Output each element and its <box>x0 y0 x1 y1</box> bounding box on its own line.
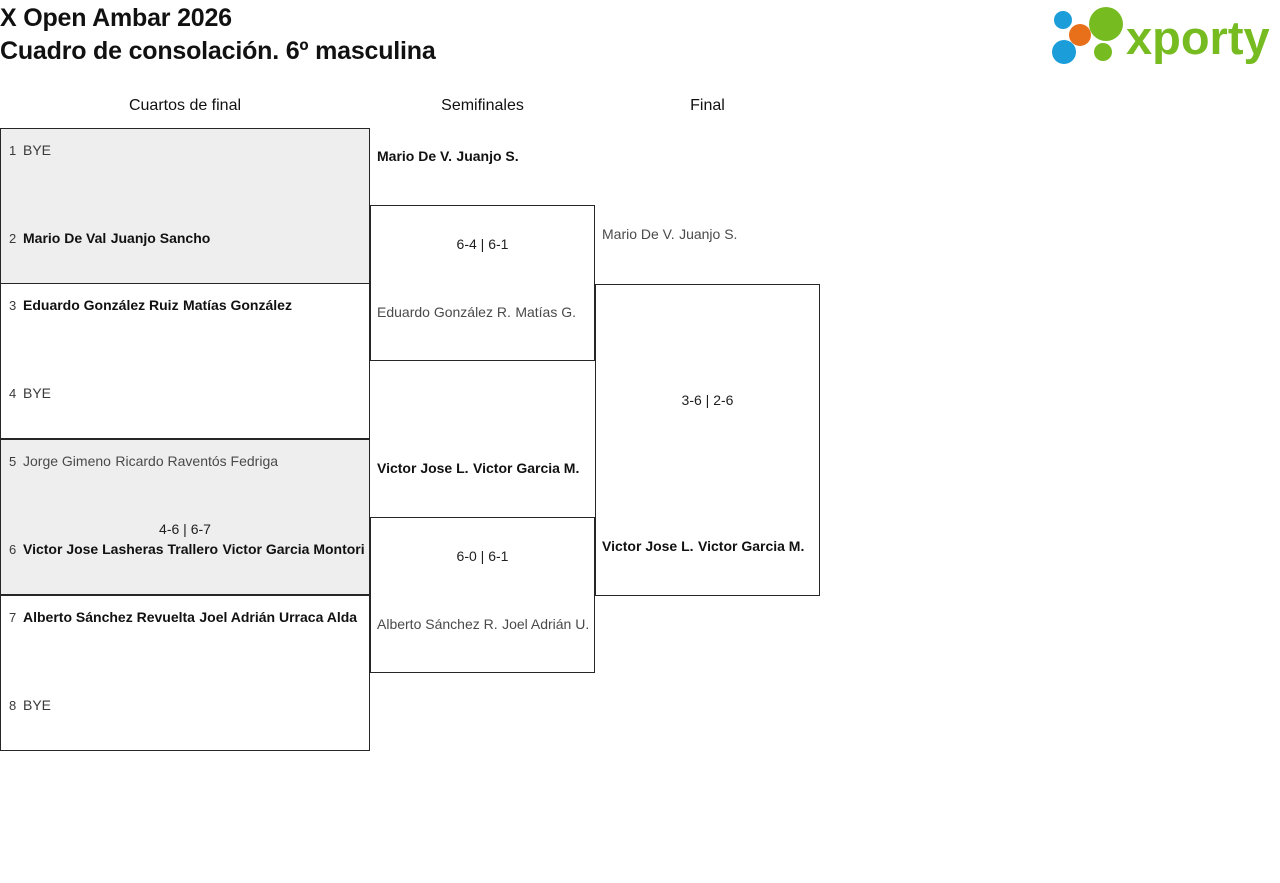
player-name: Eduardo González R. <box>377 304 511 320</box>
player-name: Jorge Gimeno <box>23 453 111 469</box>
page-title: X Open Ambar 2026 Cuadro de consolación.… <box>0 2 900 68</box>
seed-number: 6 <box>9 542 17 557</box>
match-box-r2-1[interactable] <box>370 205 595 361</box>
match-score-r2-2: 6-0 | 6-1 <box>456 548 509 564</box>
player-name: Victor Jose L. <box>602 538 694 554</box>
match-score-r2-1: 6-4 | 6-1 <box>456 236 509 252</box>
player-name: Juanjo S. <box>679 226 738 242</box>
team-names: BYE <box>23 384 51 403</box>
team-names: Eduardo González Ruiz Matías González <box>23 296 292 315</box>
match-slot[interactable]: 1 BYE <box>1 141 369 160</box>
match-box-r3-1[interactable] <box>595 284 820 596</box>
player-name: Juanjo S. <box>456 148 519 164</box>
player-name: Ricardo Raventós Fedriga <box>115 453 279 469</box>
player-name: Joel Adrián U. <box>502 616 590 632</box>
match-score: 4-6 | 6-7 <box>159 521 211 537</box>
match-slot[interactable]: 2 Mario De Val Juanjo Sancho <box>1 229 369 248</box>
player-name: Victor Jose L. <box>377 460 469 476</box>
seed-number: 5 <box>9 454 17 469</box>
match-slot-loser-r2-1[interactable]: Eduardo González R. Matías G. <box>377 303 576 322</box>
match-box-r2-2[interactable] <box>370 517 595 673</box>
logo-dot-blue-top <box>1054 11 1072 29</box>
player-name: Joel Adrián Urraca Alda <box>199 609 358 625</box>
match-slot-winner-r2-1[interactable]: Mario De V. Juanjo S. <box>377 147 519 166</box>
tournament-name: X Open Ambar 2026 <box>0 4 232 32</box>
player-name: Matías González <box>183 297 292 313</box>
seed-number: 4 <box>9 386 17 401</box>
seed-number: 2 <box>9 231 17 246</box>
logo-dot-green-small <box>1094 43 1112 61</box>
seed-number: 1 <box>9 143 17 158</box>
player-name: Victor Garcia M. <box>473 460 580 476</box>
match-slot[interactable]: 5 Jorge Gimeno Ricardo Raventós Fedriga <box>1 452 369 471</box>
match-box-r1-3[interactable]: 5 Jorge Gimeno Ricardo Raventós Fedriga … <box>0 439 370 595</box>
player-name: BYE <box>23 142 52 158</box>
player-name: BYE <box>23 385 52 401</box>
player-name: Victor Garcia Montori <box>222 541 365 557</box>
player-name: Victor Garcia M. <box>698 538 805 554</box>
round-header-final: Final <box>690 97 725 114</box>
player-name: Eduardo González Ruiz <box>23 297 179 313</box>
team-names: Victor Jose Lasheras Trallero Victor Gar… <box>23 540 365 559</box>
player-name: Mario De Val <box>23 230 107 246</box>
logo-wordmark: xporty <box>1126 11 1270 64</box>
logo-dot-blue-bottom <box>1052 40 1076 64</box>
seed-number: 3 <box>9 298 17 313</box>
xporty-logo: xporty <box>1050 4 1275 68</box>
match-slot-winner-final[interactable]: Victor Jose L. Victor Garcia M. <box>602 537 804 556</box>
match-slot-loser-final[interactable]: Mario De V. Juanjo S. <box>602 225 737 244</box>
team-names: Alberto Sánchez Revuelta Joel Adrián Urr… <box>23 608 357 627</box>
player-name: BYE <box>23 697 52 713</box>
player-name: Alberto Sánchez Revuelta <box>23 609 195 625</box>
match-slot[interactable]: 6 Victor Jose Lasheras Trallero Victor G… <box>1 540 369 559</box>
player-name: Mario De V. <box>377 148 452 164</box>
logo-dot-orange <box>1069 24 1091 46</box>
match-slot[interactable]: 3 Eduardo González Ruiz Matías González <box>1 296 369 315</box>
match-box-r1-1[interactable]: 1 BYE 2 Mario De Val Juanjo Sancho <box>0 128 370 284</box>
player-name: Victor Jose Lasheras Trallero <box>23 541 219 557</box>
player-name: Alberto Sánchez R. <box>377 616 498 632</box>
match-box-r1-4[interactable]: 7 Alberto Sánchez Revuelta Joel Adrián U… <box>0 595 370 751</box>
player-name: Mario De V. <box>602 226 675 242</box>
team-names: BYE <box>23 141 51 160</box>
logo-dot-green-large <box>1089 7 1123 41</box>
team-names: BYE <box>23 696 51 715</box>
match-slot[interactable]: 4 BYE <box>1 384 369 403</box>
seed-number: 8 <box>9 698 17 713</box>
team-names: Jorge Gimeno Ricardo Raventós Fedriga <box>23 452 278 471</box>
player-name: Matías G. <box>515 304 576 320</box>
match-box-r1-2[interactable]: 3 Eduardo González Ruiz Matías González … <box>0 283 370 439</box>
match-slot[interactable]: 7 Alberto Sánchez Revuelta Joel Adrián U… <box>1 608 369 627</box>
seed-number: 7 <box>9 610 17 625</box>
round-header-quarterfinals: Cuartos de final <box>128 97 242 114</box>
team-names: Mario De Val Juanjo Sancho <box>23 229 210 248</box>
match-score-final: 3-6 | 2-6 <box>681 392 734 408</box>
round-header-semifinals: Semifinales <box>441 97 524 114</box>
match-slot-winner-r2-2[interactable]: Victor Jose L. Victor Garcia M. <box>377 459 579 478</box>
match-slot[interactable]: 8 BYE <box>1 696 369 715</box>
bracket-subtitle: Cuadro de consolación. 6º masculina <box>0 37 436 65</box>
match-slot-loser-r2-2[interactable]: Alberto Sánchez R. Joel Adrián U. <box>377 615 589 634</box>
player-name: Juanjo Sancho <box>110 230 211 246</box>
